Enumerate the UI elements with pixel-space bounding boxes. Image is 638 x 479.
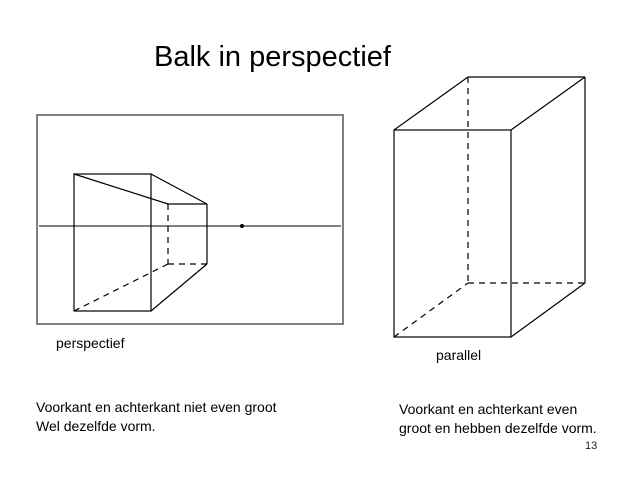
perspective-figure <box>36 114 344 325</box>
right-top-receding-edge <box>150 173 208 205</box>
perspective-caption: Voorkant en achterkant niet even groot W… <box>36 398 336 436</box>
parallel-top-left-edge <box>393 76 469 131</box>
vanishing-point <box>240 224 244 228</box>
hidden-bottom-receding-edge <box>73 263 169 312</box>
parallel-hidden-bottom-left-edge <box>393 282 469 338</box>
parallel-caption-line: groot en hebben dezelfde vorm. <box>399 420 597 436</box>
front-face <box>73 173 152 312</box>
parallel-label: parallel <box>436 347 482 363</box>
parallel-caption-line: Voorkant en achterkant even <box>399 401 578 417</box>
parallel-hidden-edges <box>393 77 585 338</box>
hidden-edges <box>73 204 207 312</box>
parallel-bottom-right-edge <box>510 282 586 338</box>
parallel-top-right-edge <box>510 76 586 131</box>
perspective-frame <box>36 114 344 325</box>
slide-title: Balk in perspectief <box>154 41 391 73</box>
perspective-label: perspectief <box>56 335 125 351</box>
perspective-caption-line: Wel dezelfde vorm. <box>36 418 156 434</box>
parallel-front-face <box>393 129 512 338</box>
page-number: 13 <box>585 440 598 452</box>
top-receding-edge <box>73 173 169 205</box>
right-bottom-receding-edge <box>150 263 208 312</box>
parallel-figure <box>393 76 586 338</box>
parallel-caption: Voorkant en achterkant even groot en heb… <box>399 400 634 438</box>
perspective-caption-line: Voorkant en achterkant niet even groot <box>36 399 277 415</box>
